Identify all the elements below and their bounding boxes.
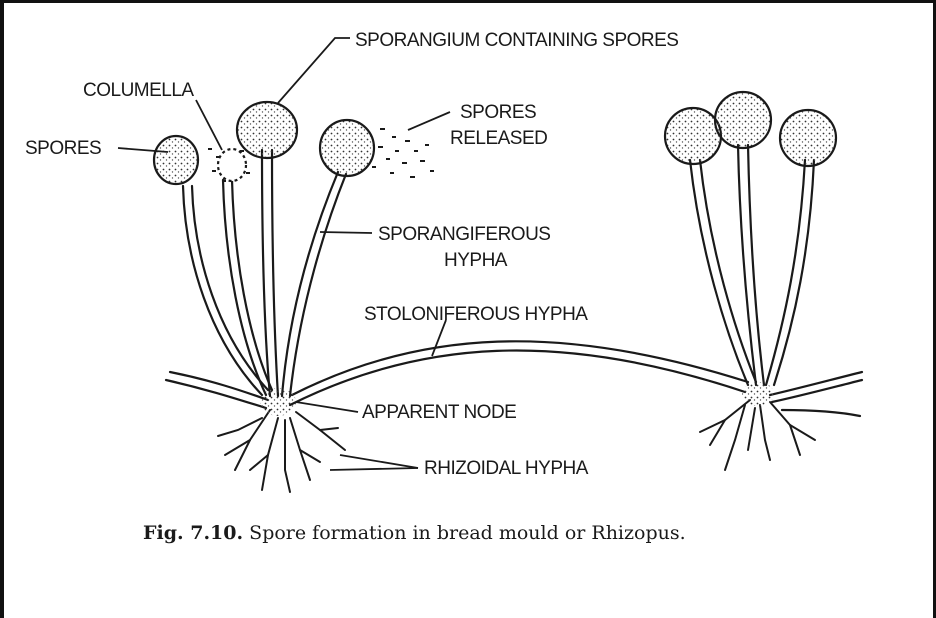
leader-stoloniferous bbox=[432, 320, 446, 356]
leader-rhizoidal-2 bbox=[330, 468, 418, 470]
leader-spores-released bbox=[408, 112, 450, 130]
right-sporangiophores bbox=[690, 145, 814, 385]
label-rhizoidal-hypha: RHIZOIDAL HYPHA bbox=[424, 458, 589, 479]
label-sporangium-containing-spores: SPORANGIUM CONTAINING SPORES bbox=[355, 30, 678, 51]
sporangium-right-2 bbox=[715, 92, 771, 148]
apparent-node-right bbox=[742, 382, 774, 406]
leader-apparent-node bbox=[296, 402, 358, 412]
apparent-node-left bbox=[260, 388, 296, 416]
leader-rhizoidal-1 bbox=[340, 455, 418, 468]
label-sporangiferous-line2: HYPHA bbox=[444, 250, 508, 271]
sporangium-spores-releasing bbox=[154, 136, 198, 184]
figure-number: Fig. 7.10. bbox=[143, 522, 243, 544]
leader-sporangium bbox=[278, 38, 350, 103]
figure-caption: Fig. 7.10. Spore formation in bread moul… bbox=[143, 522, 686, 544]
left-sporangiophores bbox=[183, 150, 346, 396]
columella-shape bbox=[218, 149, 246, 181]
label-apparent-node: APPARENT NODE bbox=[362, 402, 516, 423]
label-spores-released-line1: SPORES bbox=[460, 102, 536, 123]
sporangium-left-tall bbox=[237, 102, 297, 158]
sporangium-right-1 bbox=[665, 108, 721, 164]
label-columella: COLUMELLA bbox=[83, 80, 194, 101]
label-spores-released-line2: RELEASED bbox=[450, 128, 547, 149]
sporangium-bursting bbox=[320, 120, 374, 176]
left-rhizoids bbox=[218, 410, 345, 492]
leader-sporangiferous bbox=[320, 232, 372, 233]
sporangium-right-3 bbox=[780, 110, 836, 166]
label-stoloniferous-hypha: STOLONIFEROUS HYPHA bbox=[364, 304, 588, 325]
label-sporangiferous-line1: SPORANGIFEROUS bbox=[378, 224, 550, 245]
label-spores: SPORES bbox=[25, 138, 101, 159]
released-spores bbox=[372, 128, 434, 178]
leader-columella bbox=[196, 100, 222, 150]
caption-text: Spore formation in bread mould or Rhizop… bbox=[249, 522, 685, 544]
